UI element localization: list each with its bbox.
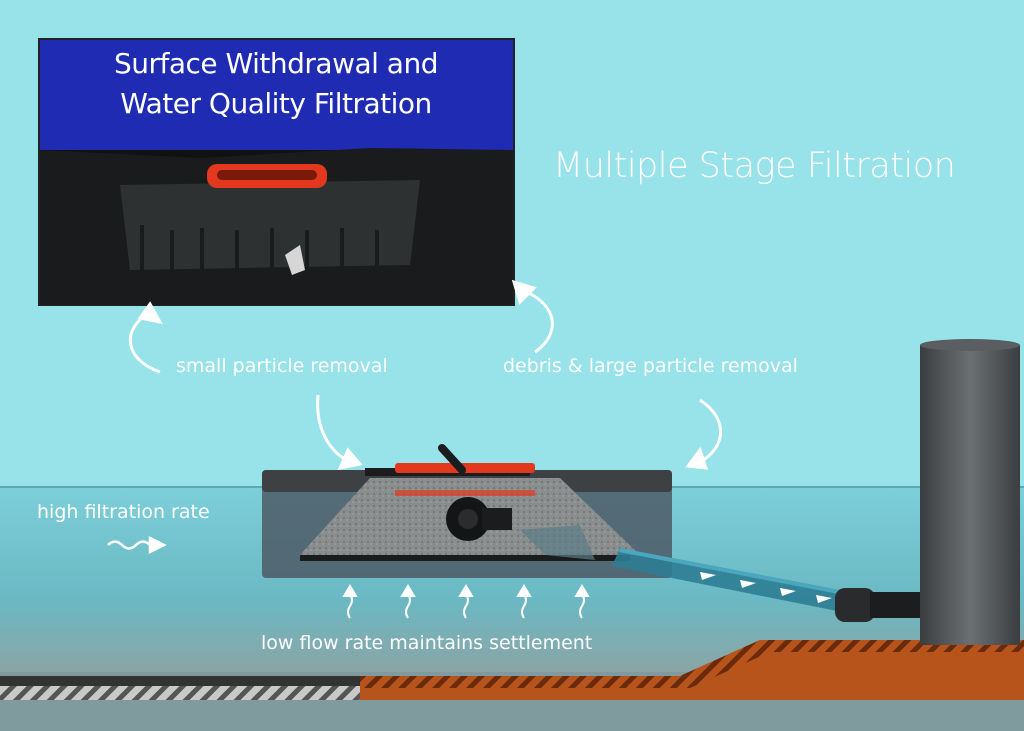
inset-title-line1: Surface Withdrawal and <box>113 47 439 80</box>
inset-photo <box>38 38 515 306</box>
up-arrow-icon <box>574 584 590 619</box>
curved-arrow-icon <box>685 398 723 470</box>
curved-arrow-icon <box>128 301 163 374</box>
curved-arrow-icon <box>316 394 363 471</box>
up-arrow-icon <box>400 584 416 619</box>
small-particle-label: small particle removal <box>176 355 388 377</box>
low-rate-label: low flow rate maintains settlement <box>261 632 593 654</box>
up-arrow-icon <box>342 584 358 619</box>
filter-box <box>262 444 672 578</box>
curved-arrow-icon <box>511 279 554 354</box>
inset-title-line2: Water Quality Filtration <box>120 87 432 120</box>
pipe-flow-arrows <box>700 572 832 603</box>
pole <box>920 345 1020 645</box>
debris-label: debris & large particle removal <box>503 355 798 377</box>
outlet-pipe <box>612 548 922 622</box>
bottom-hatch-gray <box>0 686 360 700</box>
inset-title: Surface Withdrawal and Water Quality Fil… <box>40 44 512 124</box>
ground-hatch <box>360 640 1024 688</box>
up-arrow-icon <box>516 584 532 619</box>
pole-top <box>920 339 1020 351</box>
up-arrow-icon <box>458 584 474 619</box>
high-rate-label: high filtration rate <box>37 501 210 523</box>
diagram-title: Multiple Stage Filtration <box>553 146 956 186</box>
bottom-liner <box>0 676 360 686</box>
wavy-arrow-icon <box>107 535 167 555</box>
